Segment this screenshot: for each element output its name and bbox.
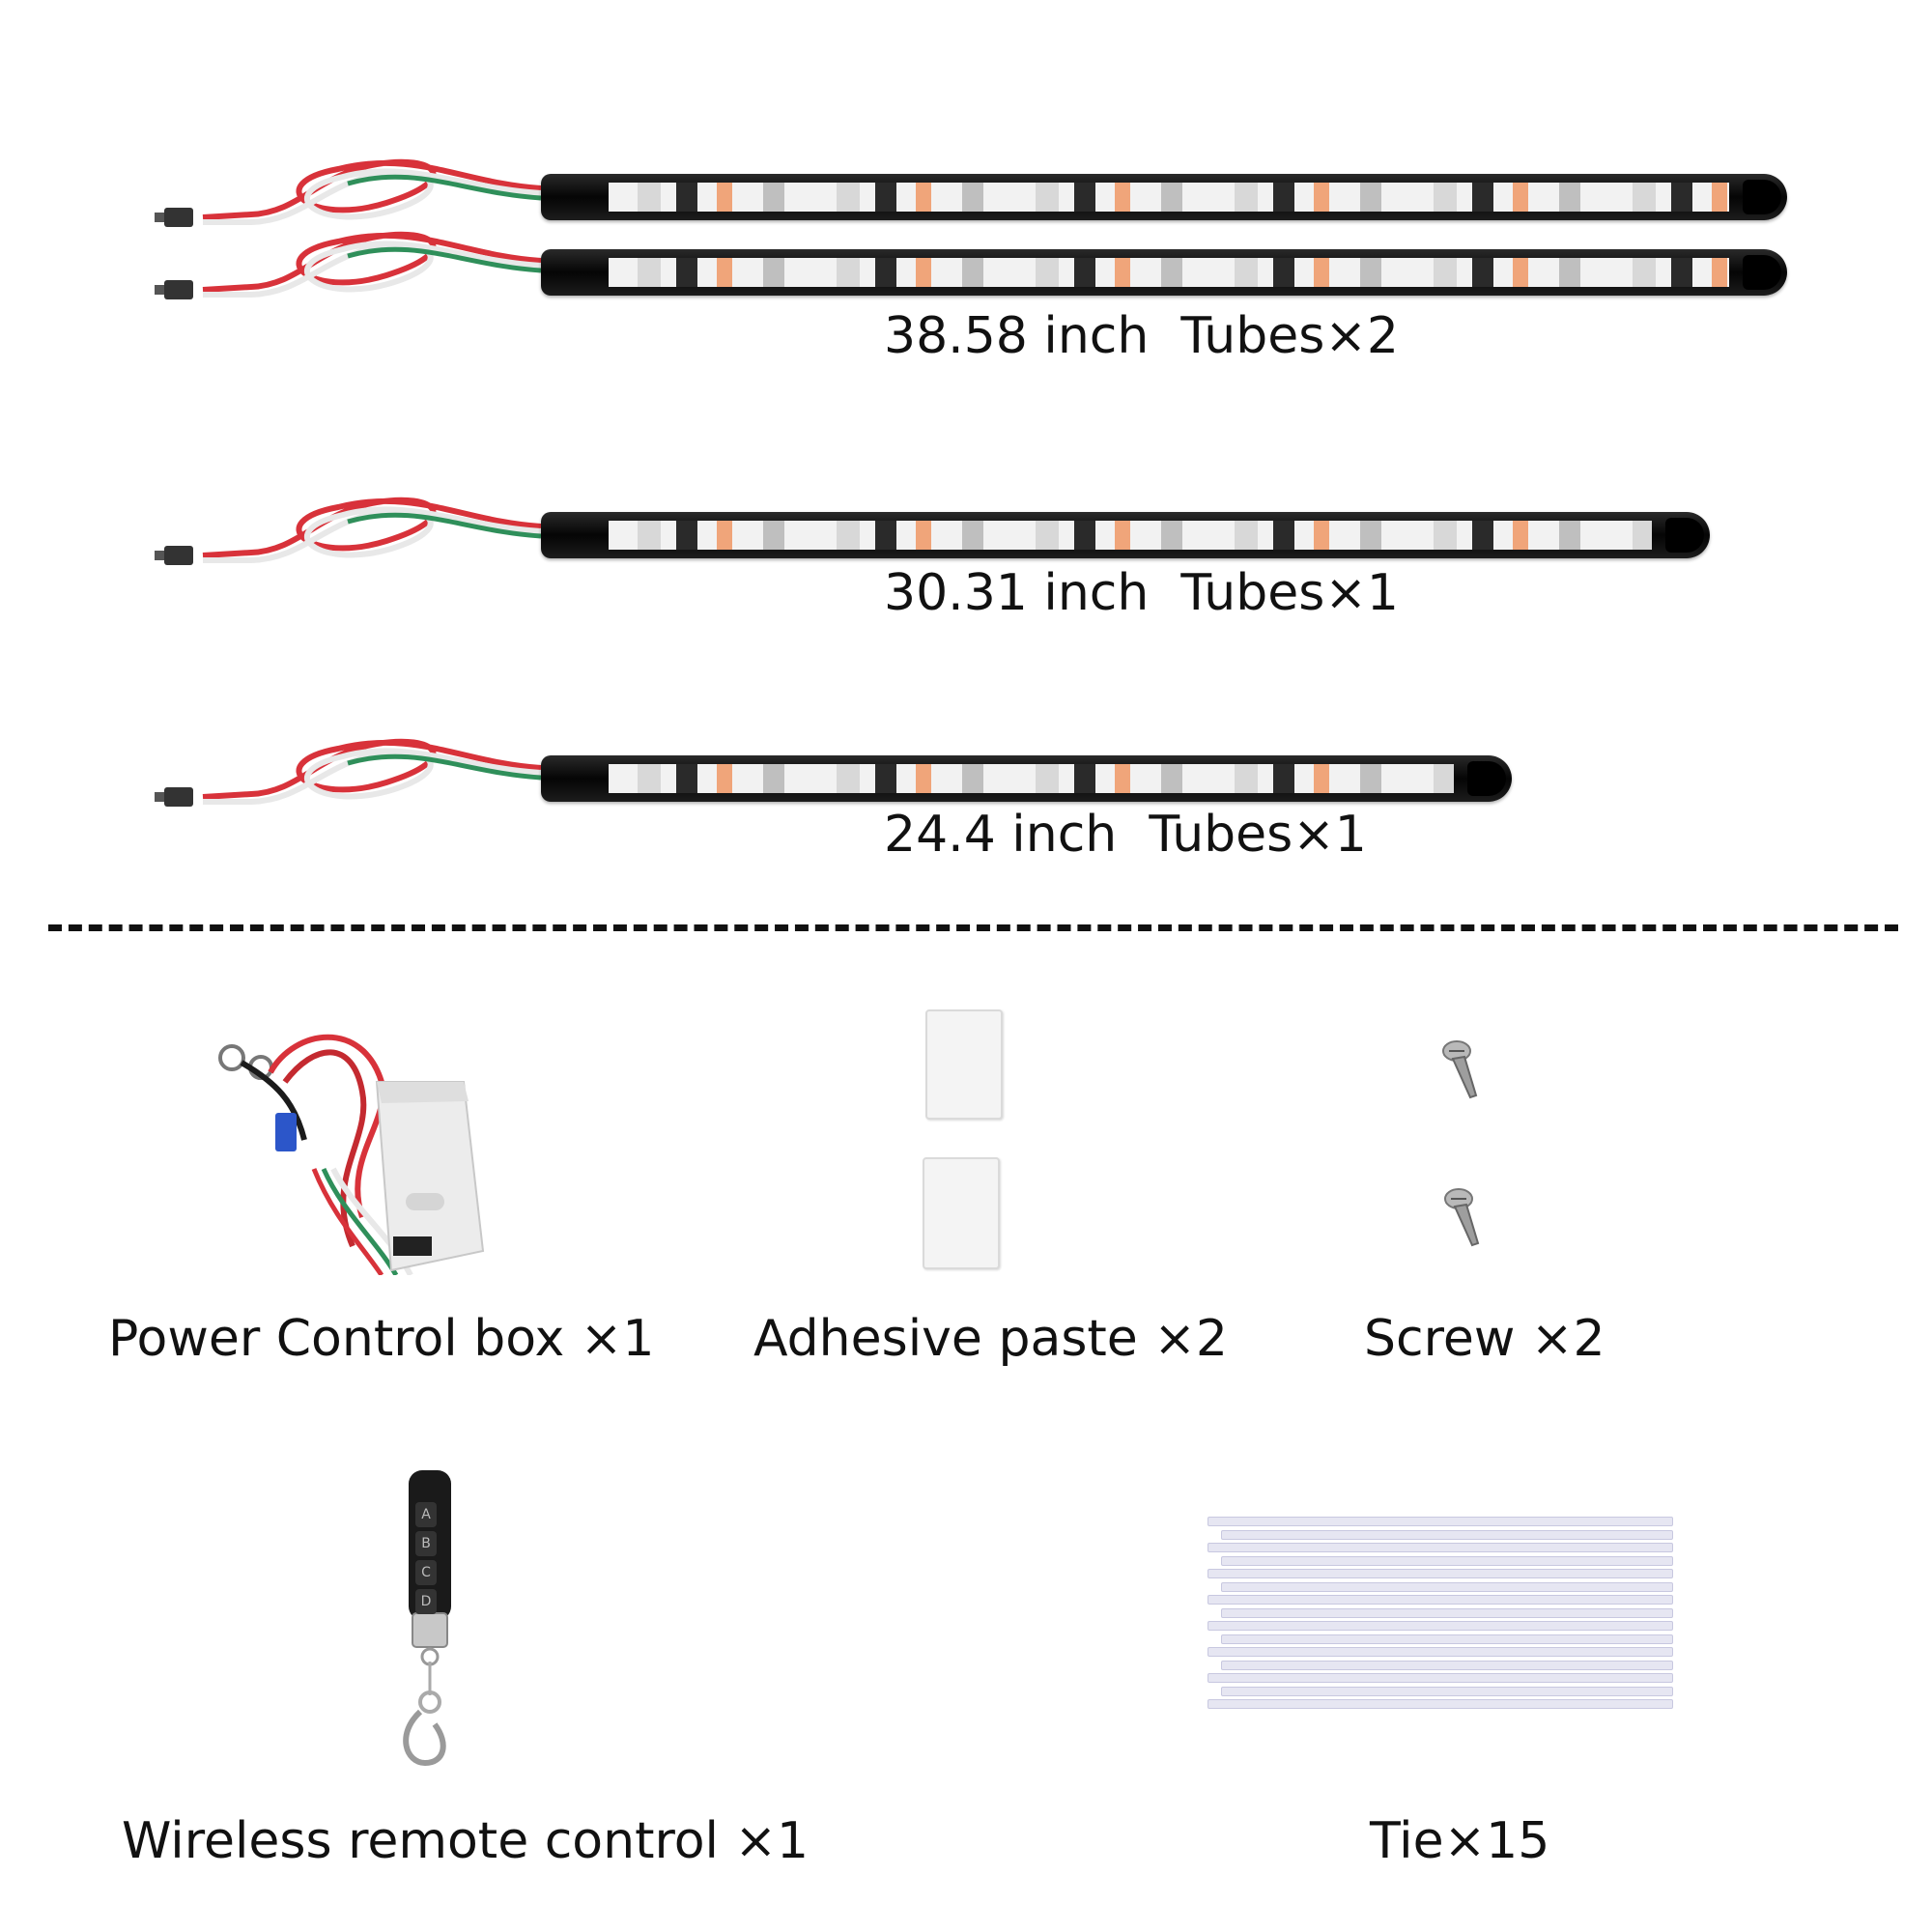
remote-button-b[interactable]: B <box>415 1531 437 1556</box>
cable-tie <box>1208 1595 1673 1605</box>
wire-harness-icon <box>202 497 542 563</box>
remote-button-d[interactable]: D <box>415 1589 437 1614</box>
cable-tie <box>1208 1543 1673 1552</box>
cable-tie <box>1221 1529 1673 1540</box>
adhesive-pad-icon <box>923 1157 1000 1269</box>
screw-icon <box>1442 1040 1478 1099</box>
control-box-icon <box>218 1034 485 1275</box>
cable-tie <box>1221 1634 1673 1644</box>
tube-label-30: 30.31 inch Tubes×1 <box>884 564 1399 622</box>
led-tube-38-b <box>541 249 1787 296</box>
wire-harness-icon <box>202 738 542 805</box>
cable-tie <box>1208 1569 1673 1578</box>
adhesive-paste-label: Adhesive paste ×2 <box>753 1310 1228 1368</box>
tie-label: Tie×15 <box>1370 1812 1550 1870</box>
connector-plug-icon <box>155 787 193 807</box>
cable-tie <box>1208 1621 1673 1631</box>
led-tube-30 <box>541 512 1710 558</box>
connector-plug-icon <box>155 280 193 299</box>
led-tube-24 <box>541 755 1512 802</box>
dashed-divider <box>48 924 1898 931</box>
cable-tie <box>1208 1699 1673 1709</box>
cable-tie <box>1221 1555 1673 1566</box>
remote-buttons: A B C D <box>415 1502 437 1614</box>
led-tube-38-a <box>541 174 1787 220</box>
tube-label-38: 38.58 inch Tubes×2 <box>884 307 1399 365</box>
cable-tie-icon <box>1208 1517 1690 1724</box>
screw-label: Screw ×2 <box>1364 1310 1605 1368</box>
cable-tie <box>1208 1517 1673 1526</box>
wire-harness-icon <box>202 158 542 298</box>
adhesive-pad-icon <box>925 1009 1003 1120</box>
cable-tie <box>1221 1686 1673 1696</box>
cable-tie <box>1221 1607 1673 1618</box>
cable-tie <box>1208 1673 1673 1683</box>
connector-plug-icon <box>155 546 193 565</box>
cable-tie <box>1221 1660 1673 1670</box>
wireless-remote-label: Wireless remote control ×1 <box>122 1812 810 1870</box>
screw-icon <box>1444 1188 1480 1247</box>
power-control-box-label: Power Control box ×1 <box>108 1310 655 1368</box>
connector-plug-icon <box>155 208 193 227</box>
remote-button-c[interactable]: C <box>415 1560 437 1585</box>
tube-label-24: 24.4 inch Tubes×1 <box>884 806 1367 864</box>
cable-tie <box>1221 1581 1673 1592</box>
remote-button-a[interactable]: A <box>415 1502 437 1527</box>
cable-tie <box>1208 1647 1673 1657</box>
